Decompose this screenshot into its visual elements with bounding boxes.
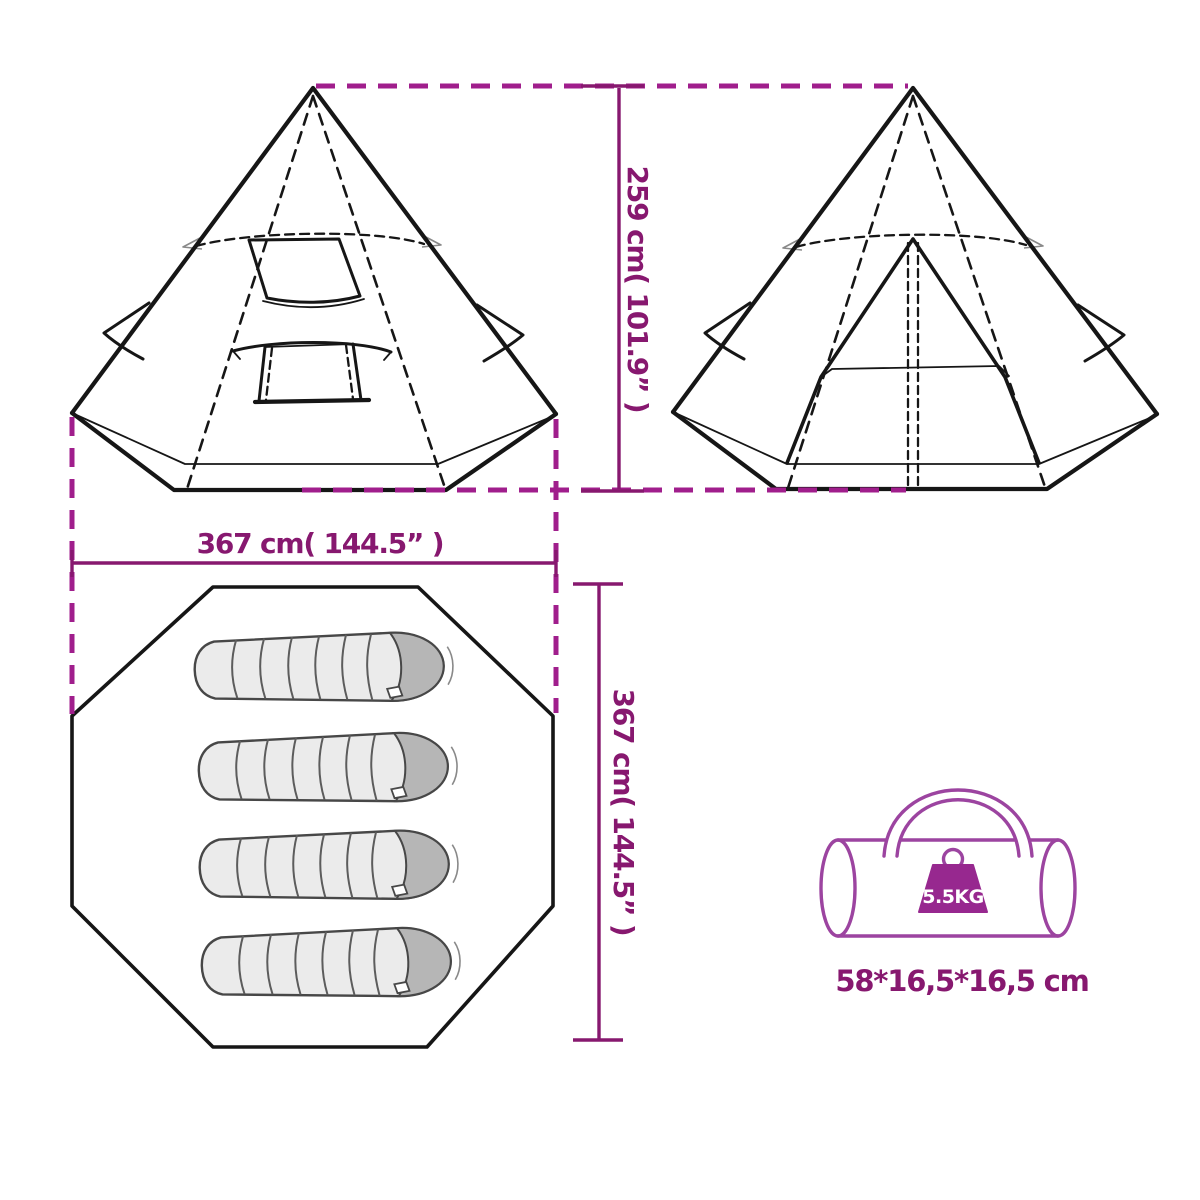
bag-weight-label: 5.5KG bbox=[922, 886, 983, 908]
carry-bag-icon: 5.5KG 58*16,5*16,5 cm bbox=[819, 788, 1090, 998]
sleeping-bag-icon bbox=[199, 925, 463, 1003]
vent-flap-right bbox=[475, 303, 525, 363]
bag-size-label: 58*16,5*16,5 cm bbox=[835, 964, 1088, 998]
tent-front-view bbox=[69, 85, 559, 493]
vent-flap-right bbox=[1076, 303, 1126, 363]
tent-door-open-view bbox=[670, 85, 1160, 492]
tent-height-label: 259 cm( 101.9” ) bbox=[621, 166, 654, 413]
vent-flap-left bbox=[102, 301, 151, 361]
sleeping-bag-icon bbox=[197, 828, 460, 905]
tent-door-open bbox=[785, 237, 1041, 488]
vent-flap-left bbox=[703, 301, 752, 361]
sleeping-bag-icon bbox=[192, 630, 455, 707]
depth-dimension-line bbox=[573, 582, 623, 1042]
tent-depth-label: 367 cm( 144.5” ) bbox=[607, 689, 640, 936]
weight-icon: 5.5KG bbox=[918, 847, 988, 913]
octagon-floor-plan bbox=[70, 585, 555, 1049]
sleeping-bag-icon bbox=[196, 730, 460, 808]
projection-dashed-lines bbox=[69, 83, 908, 714]
tent-width-label: 367 cm( 144.5” ) bbox=[197, 527, 444, 560]
bag-handle-icon bbox=[882, 788, 1034, 858]
height-dimension-line bbox=[581, 84, 644, 493]
width-dimension-line bbox=[70, 550, 558, 577]
tent-door-closed bbox=[231, 341, 393, 405]
tent-window bbox=[247, 237, 365, 309]
